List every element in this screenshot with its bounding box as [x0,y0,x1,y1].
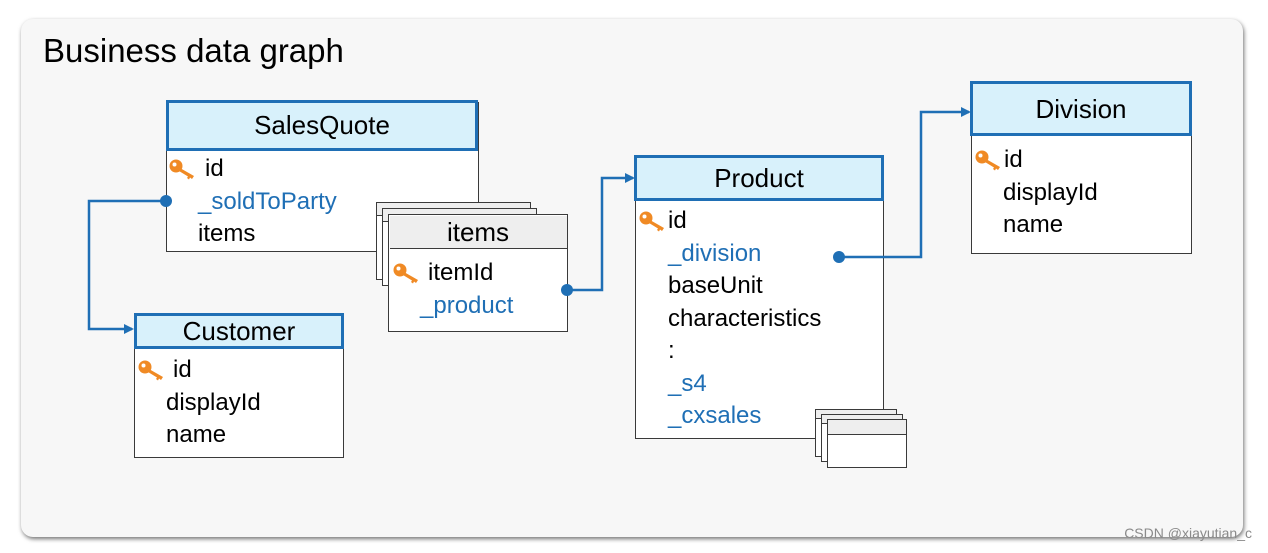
items-field-product: _product [420,291,514,319]
salesquote-fields: id _soldToParty items [168,153,337,251]
customer-header: Customer [134,313,344,349]
product-fields: id _division baseUnit characteristics : … [638,205,821,433]
product-field-id: id [638,205,821,238]
product-field-characteristics: characteristics [668,304,822,332]
customer-field-displayid: displayId [166,388,261,416]
product-field-s4: _s4 [668,369,707,397]
cxsales-stack-front [827,419,907,468]
division-header: Division [970,81,1192,136]
product-field-cxsales: _cxsales [668,402,762,430]
connector-soldtoparty-customer [87,195,172,334]
division-field-id: id [974,144,1098,177]
watermark: CSDN @xiayutian_c [1124,525,1252,541]
product-field-baseunit: baseUnit [668,272,763,300]
product-field-ellipsis: : [668,337,675,365]
customer-fields: id displayId name [137,354,261,452]
customer-field-id: id [137,354,261,387]
entity-product [635,157,884,439]
connector-division-link [833,107,971,263]
diagram-title: Business data graph [43,32,344,69]
product-field-division: _division [668,239,762,267]
salesquote-header: SalesQuote [166,100,478,151]
salesquote-field-soldtoparty: _soldToParty [198,187,337,215]
division-field-name: name [1003,211,1064,239]
connector-product-link [561,173,635,296]
items-header: items [389,215,567,249]
division-field-displayid: displayId [1003,178,1098,206]
salesquote-field-items: items [198,220,256,248]
items-field-itemid: itemId [392,257,513,290]
salesquote-field-id: id [168,153,337,186]
customer-field-name: name [166,421,227,449]
division-fields: id displayId name [974,144,1098,242]
items-fields: itemId _product [392,257,513,322]
product-header: Product [634,155,884,201]
